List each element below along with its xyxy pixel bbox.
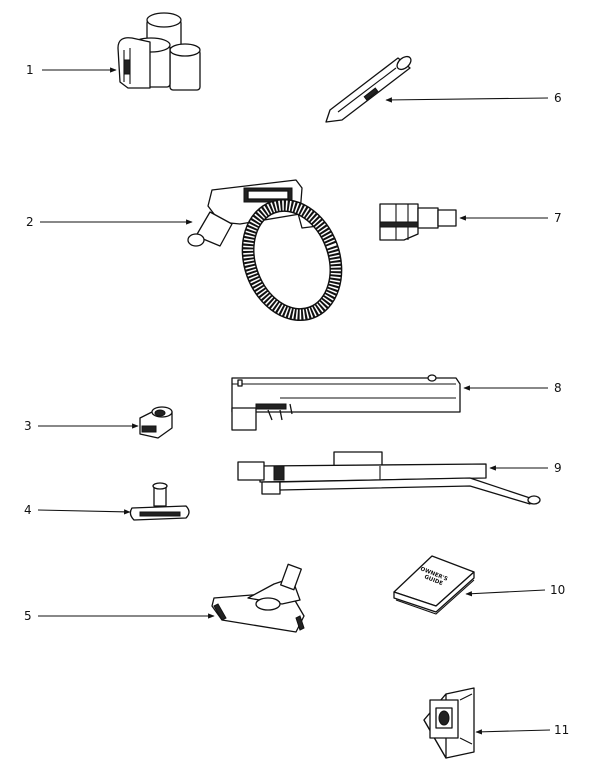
part-3-small-adapter <box>139 406 173 439</box>
callout-label-7: 7 <box>554 211 562 225</box>
callout-label-4: 4 <box>24 503 32 517</box>
leader-6 <box>385 97 549 103</box>
callout-label-8: 8 <box>554 381 562 395</box>
leader-4 <box>37 509 131 515</box>
callout-label-1: 1 <box>26 63 34 77</box>
part-10-owners-guide: OWNER'S GUIDE <box>393 555 475 615</box>
callout-label-10: 10 <box>550 583 565 597</box>
callout-label-2: 2 <box>26 215 34 229</box>
part-1-tool-holder-clip <box>117 12 201 91</box>
leader-10 <box>465 589 546 597</box>
part-6-crevice-tool <box>325 55 412 123</box>
part-7-adapter <box>379 203 457 241</box>
leader-11 <box>475 729 551 735</box>
part-5-floor-nozzle <box>211 563 305 633</box>
part-9-power-wand <box>237 451 541 505</box>
part-11-dust-bag <box>423 687 475 759</box>
callout-label-5: 5 <box>24 609 32 623</box>
callout-label-3: 3 <box>24 419 32 433</box>
callout-label-9: 9 <box>554 461 562 475</box>
callout-leaders <box>37 67 551 735</box>
part-2-hose-assembly <box>187 179 343 322</box>
part-4-dusting-brush <box>129 482 190 521</box>
callout-label-11: 11 <box>554 723 569 737</box>
callout-numbers: 1 2 3 4 5 6 7 8 9 10 11 <box>24 63 569 737</box>
part-8-extension-wand <box>231 374 461 431</box>
callout-label-6: 6 <box>554 91 562 105</box>
